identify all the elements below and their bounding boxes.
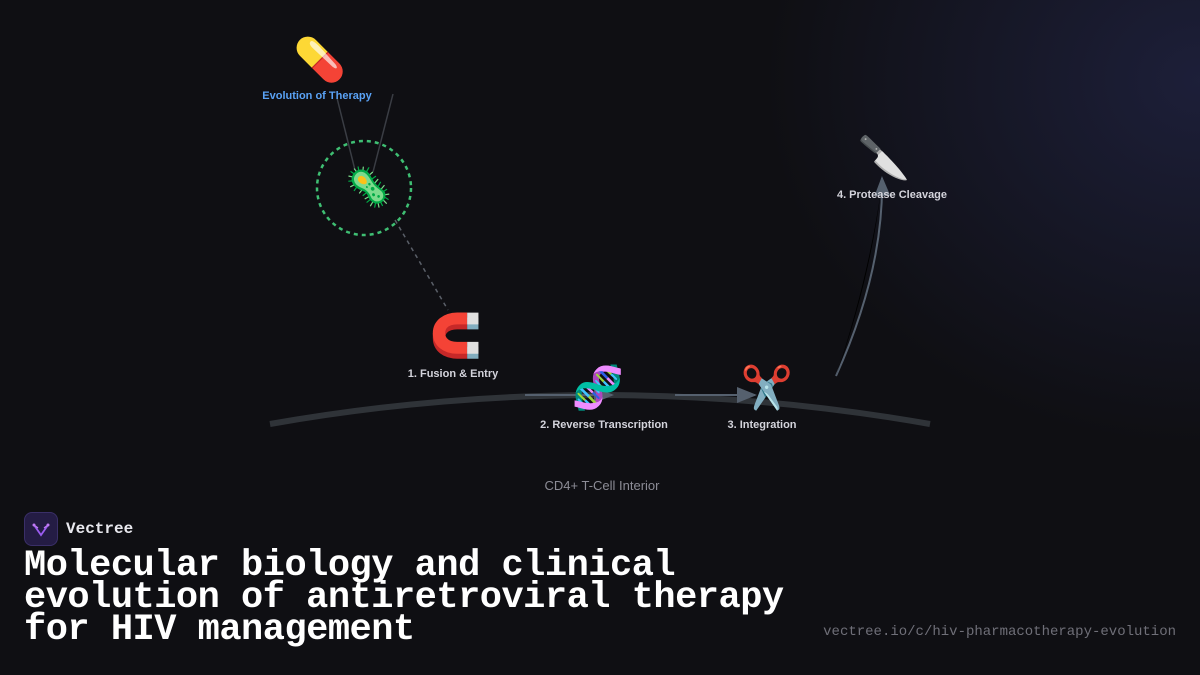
knife-icon: 🔪 — [858, 133, 910, 182]
arrow-protease-fill — [836, 190, 881, 376]
dna-icon: 🧬 — [572, 362, 624, 413]
page-title: Molecular biology and clinical evolution… — [24, 545, 784, 651]
hiv-lifecycle-diagram: 🦠 💊 Evolution of Therapy 🧲 1. Fusion & E… — [262, 34, 947, 493]
arrow-protease-outline — [835, 176, 891, 377]
magnet-icon: 🧲 — [430, 311, 482, 360]
brand-name: Vectree — [66, 520, 134, 538]
scissors-icon: ✂️ — [741, 362, 793, 412]
therapy-connector-right — [372, 93, 394, 173]
integration-label: 3. Integration — [727, 419, 796, 431]
vectree-logo-icon — [24, 512, 58, 546]
therapy-connector-left — [336, 97, 356, 171]
fusion-label: 1. Fusion & Entry — [408, 368, 499, 380]
microbe-icon: 🦠 — [345, 165, 392, 209]
membrane-label: CD4+ T-Cell Interior — [545, 478, 661, 493]
virus-to-fusion-connector — [394, 219, 449, 311]
virus-ring — [315, 139, 413, 237]
pill-icon: 💊 — [294, 34, 346, 85]
protease-label: 4. Protease Cleavage — [837, 189, 947, 201]
reverse-transcription-label: 2. Reverse Transcription — [540, 419, 668, 431]
brand: Vectree — [24, 512, 133, 546]
page-url[interactable]: vectree.io/c/hiv-pharmacotherapy-evoluti… — [823, 624, 1176, 640]
therapy-label: Evolution of Therapy — [262, 90, 372, 102]
